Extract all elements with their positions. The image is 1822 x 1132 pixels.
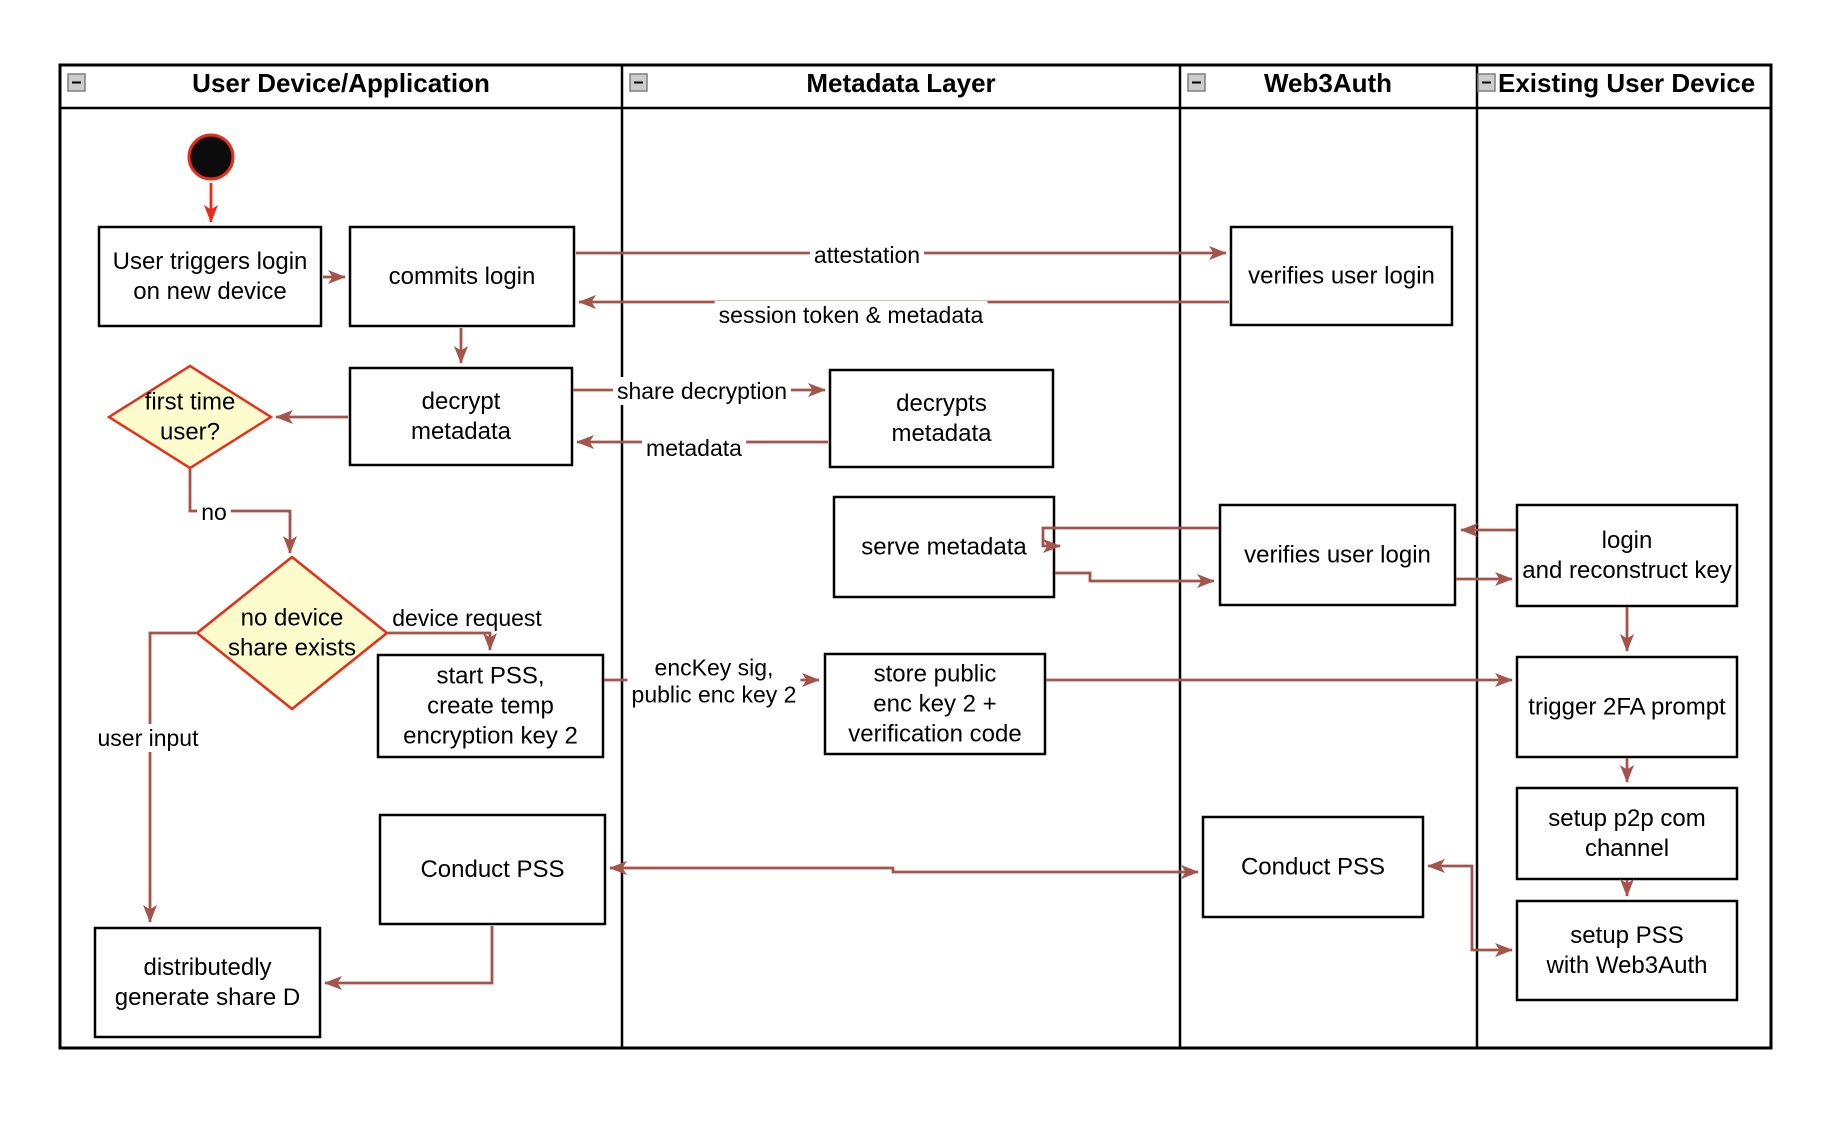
label-no: no: [197, 498, 231, 526]
node-verifies-user-login-2: verifies user login: [1218, 503, 1457, 607]
node-verifies-user-login-1: verifies user login: [1229, 225, 1454, 327]
svg-text:share decryption: share decryption: [617, 378, 787, 404]
edge-device-request: [388, 631, 497, 651]
node-label: serve metadata: [861, 534, 1027, 561]
edge-conduct2-setup-pss-link: [1427, 859, 1513, 957]
edge-no-branch: [188, 469, 297, 554]
node-label: Conduct PSS: [420, 856, 564, 883]
collapse-button-metadata-layer[interactable]: [629, 73, 648, 92]
node-label: Conduct PSS: [1241, 854, 1385, 881]
lane-header-user-device-application: User Device/Application: [192, 68, 490, 98]
label-share-decryption: share decryption: [612, 377, 792, 405]
svg-text:attestation: attestation: [814, 242, 920, 268]
svg-text:encKey sig,public enc key 2: encKey sig,public enc key 2: [632, 655, 797, 708]
edge-user-input: [143, 631, 196, 923]
edge-serve-to-verifies2: [1055, 571, 1215, 588]
node-label: verifies user login: [1248, 263, 1435, 290]
node-trigger-2fa-prompt: trigger 2FA prompt: [1515, 655, 1739, 759]
lane-header-web3auth: Web3Auth: [1264, 68, 1392, 98]
node-label: verifies user login: [1244, 542, 1431, 569]
node-label: commits login: [389, 263, 536, 290]
start-state-icon: [187, 133, 235, 181]
svg-text:session token & metadata: session token & metadata: [719, 302, 984, 328]
edge-conduct-pss-link: [609, 861, 1199, 879]
svg-text:user input: user input: [97, 725, 199, 751]
label-attestation: attestation: [809, 241, 925, 269]
label-device-request: device request: [392, 605, 542, 631]
collapse-button-existing-user-device[interactable]: [1477, 73, 1496, 92]
node-conduct-pss-2: Conduct PSS: [1201, 815, 1425, 919]
node-conduct-pss-1: Conduct PSS: [378, 813, 607, 926]
svg-text:metadata: metadata: [646, 435, 742, 461]
lane-header-metadata-layer: Metadata Layer: [806, 68, 995, 98]
label-enckey-sig: encKey sig,public enc key 2: [627, 653, 801, 709]
edge-conduct1-to-distributedly: [324, 926, 494, 990]
svg-text:device request: device request: [392, 605, 542, 631]
node-start-node: [187, 133, 235, 181]
label-user-input: user input: [93, 724, 204, 752]
svg-text:no: no: [201, 499, 227, 525]
node-serve-metadata: serve metadata: [832, 495, 1056, 599]
label-session-token: session token & metadata: [714, 301, 988, 329]
lane-header-existing-user-device: Existing User Device: [1498, 68, 1755, 98]
diagram-border: [58, 63, 1773, 1050]
node-label: trigger 2FA prompt: [1528, 694, 1726, 721]
collapse-button-user-device-application[interactable]: [67, 73, 86, 92]
node-commits-login: commits login: [348, 225, 576, 328]
collapse-button-web3auth[interactable]: [1187, 73, 1206, 92]
edge-verifies2-to-serve: [1041, 526, 1219, 553]
label-metadata: metadata: [642, 434, 747, 462]
